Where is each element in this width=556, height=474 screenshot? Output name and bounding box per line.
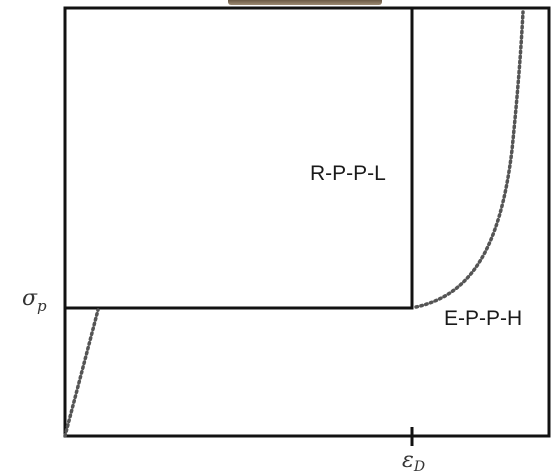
- hardening-dotted-curve: [414, 10, 525, 309]
- photo-edge: [228, 0, 382, 5]
- sigma-subscript: p: [37, 297, 47, 315]
- epph-label: E-P-P-H: [444, 307, 522, 330]
- epsilon-d-label: εD: [402, 448, 425, 474]
- epsilon-symbol: ε: [402, 448, 414, 473]
- epsilon-subscript: D: [413, 459, 425, 474]
- rppl-box: [63, 6, 414, 310]
- rppl-label: R-P-P-L: [310, 162, 386, 185]
- elastic-dotted-line: [63, 308, 100, 438]
- sigma-p-label: σp: [22, 286, 47, 315]
- top-image-strip: [0, 0, 556, 6]
- outer-frame: [63, 6, 551, 438]
- sigma-symbol: σ: [22, 286, 38, 311]
